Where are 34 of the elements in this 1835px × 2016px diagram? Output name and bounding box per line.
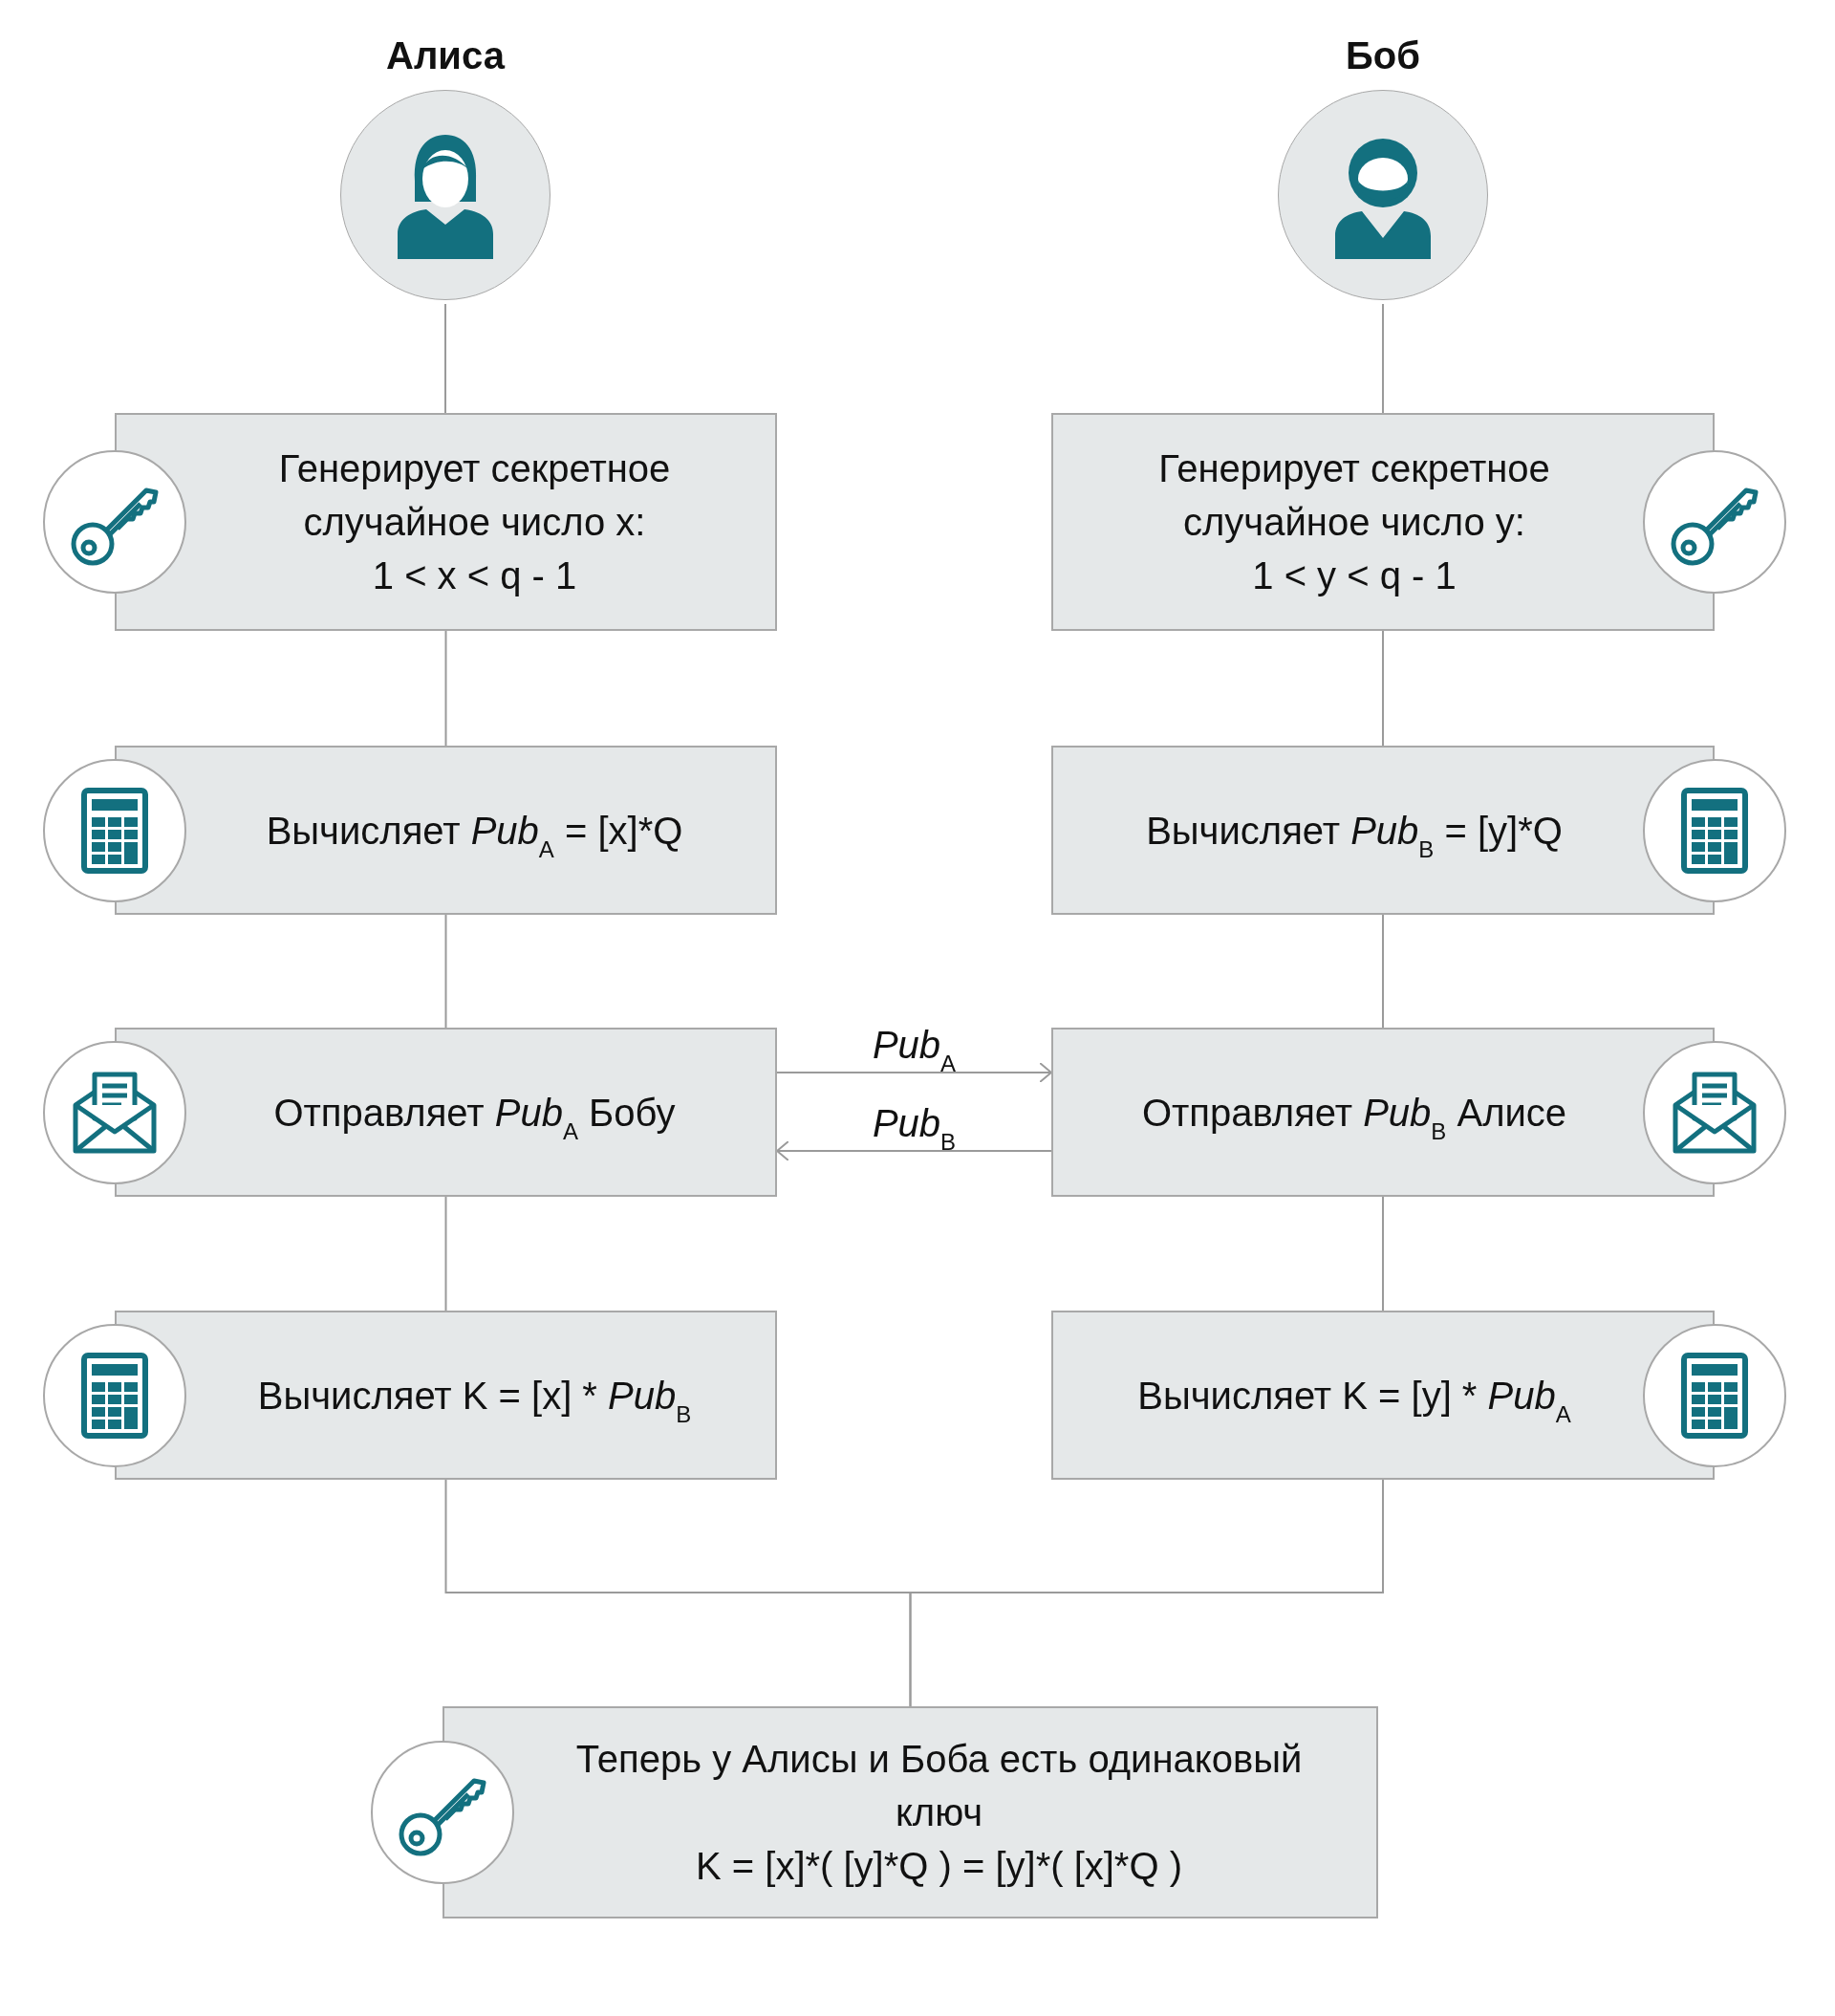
connector-line bbox=[1382, 303, 1384, 414]
process-box bbox=[1051, 1028, 1715, 1197]
connector-line bbox=[444, 914, 447, 1029]
step-text: Отправляет Pub$_{A}$ Бобу bbox=[273, 1090, 676, 1139]
process-box bbox=[115, 1311, 777, 1480]
step-text: Вычисляет K = [x] *Pub$_{B}$ bbox=[257, 1373, 692, 1422]
process-box bbox=[1051, 746, 1715, 915]
connector-line bbox=[909, 1479, 1384, 1707]
connector-line bbox=[444, 630, 447, 747]
step-text: Вычисляет K = [y] *Pub$_{A}$ bbox=[1137, 1373, 1571, 1422]
process-box bbox=[115, 746, 777, 915]
connector-line bbox=[1382, 630, 1384, 747]
process-box bbox=[1051, 413, 1715, 631]
process-box bbox=[115, 1028, 777, 1197]
connector-line bbox=[776, 1062, 1052, 1083]
formula-text: 1 < y < q - 1 bbox=[1252, 553, 1457, 598]
formula-text: K = [x]*( [y]*Q ) = [y]*( [x]*Q ) bbox=[696, 1844, 1182, 1889]
connector-line bbox=[1382, 914, 1384, 1029]
step-text: Вычисляет Pub$_{B}$ = [y]*Q bbox=[1146, 808, 1563, 857]
process-box bbox=[115, 413, 777, 631]
connector-line bbox=[776, 1140, 1052, 1161]
step-text: Вычисляет Pub$_{A}$ = [x]*Q bbox=[266, 808, 683, 857]
step-text: Генерирует секретное случайное число x: bbox=[277, 446, 672, 545]
step-text: Теперь у Алисы и Боба есть одинаковый ключ bbox=[574, 1737, 1304, 1835]
process-box bbox=[1051, 1311, 1715, 1480]
step-text: Генерирует секретное случайное число y: bbox=[1157, 446, 1551, 545]
person-name: Алиса bbox=[386, 33, 505, 78]
process-box bbox=[443, 1706, 1378, 1918]
connector-line bbox=[444, 1196, 447, 1311]
connector-line bbox=[1382, 1196, 1384, 1311]
connector-line bbox=[444, 303, 446, 414]
person-name: Боб bbox=[1346, 33, 1420, 78]
step-text: Отправляет Pub$_{B}$ Алисе bbox=[1141, 1090, 1567, 1139]
formula-text: 1 < x < q - 1 bbox=[372, 553, 577, 598]
